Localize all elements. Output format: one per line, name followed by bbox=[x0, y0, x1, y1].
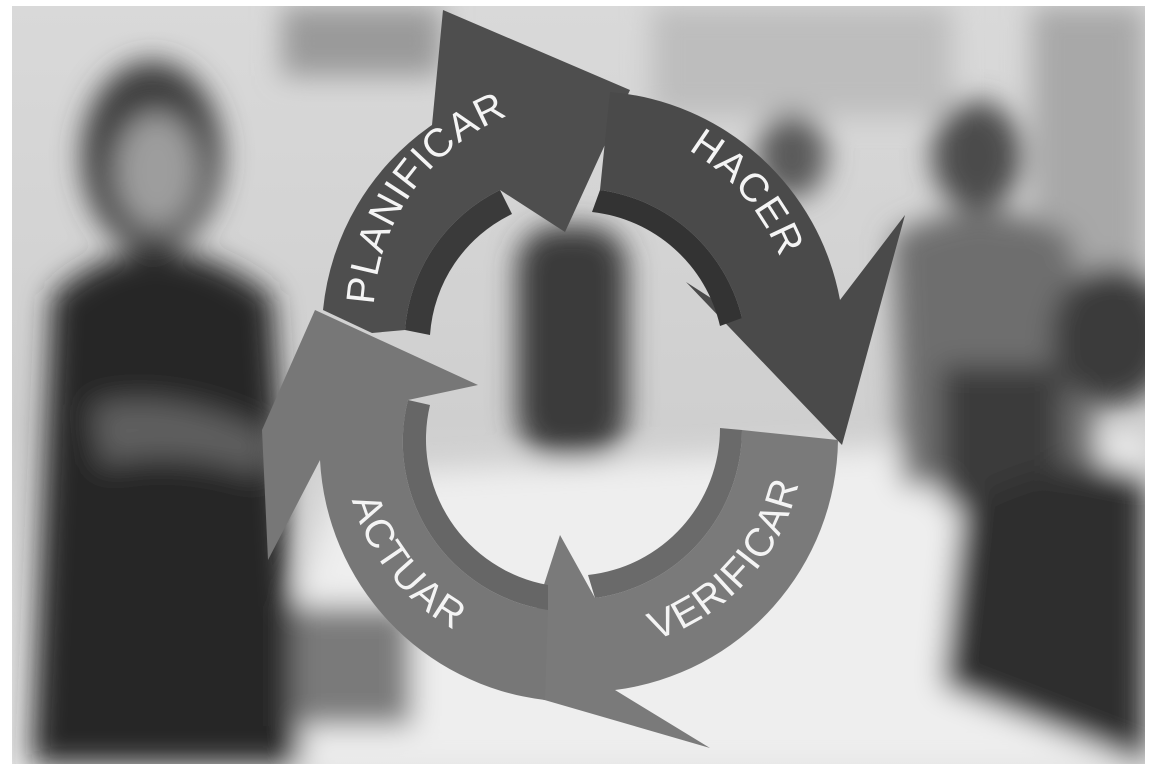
stage-hacer-inner-band bbox=[592, 190, 742, 326]
stage-actuar: ACTUAR bbox=[262, 310, 548, 700]
stage-verificar-arrow bbox=[510, 430, 838, 748]
stage-planificar-inner-band bbox=[405, 190, 512, 335]
stage-planificar: PLANIFICAR bbox=[323, 10, 630, 335]
stage-hacer-arrow bbox=[600, 92, 905, 445]
stage-planificar-arrow bbox=[323, 10, 630, 333]
stage-hacer: HACER bbox=[592, 92, 905, 445]
stage-actuar-inner-band bbox=[402, 400, 548, 610]
stage-verificar: VERIFICAR bbox=[510, 428, 838, 748]
stage-actuar-arrow bbox=[262, 310, 548, 700]
stage-verificar-inner-band bbox=[588, 428, 742, 598]
